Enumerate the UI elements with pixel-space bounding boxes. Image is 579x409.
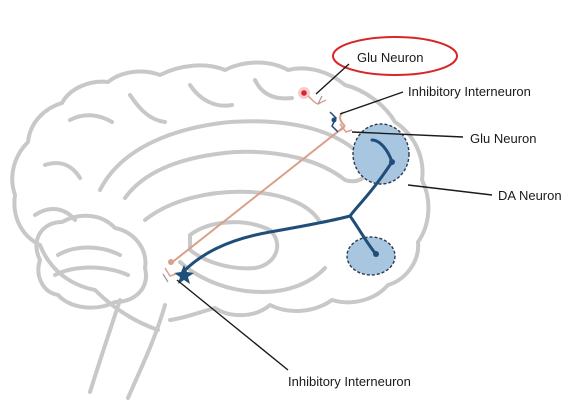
glu-projection-line	[169, 125, 346, 265]
leader-inhibitory-bottom	[176, 279, 289, 371]
cerebellum-fold-2	[53, 265, 130, 277]
inhibitory-interneuron-bottom-icon	[162, 259, 177, 283]
prefrontal-region	[352, 123, 410, 185]
label-glu-neuron-top: Glu Neuron	[357, 50, 424, 65]
cortex-outline	[10, 60, 431, 332]
thalamus	[188, 220, 280, 271]
vta-region	[346, 236, 396, 276]
label-glu-neuron-right: Glu Neuron	[470, 131, 537, 146]
leader-glu-right	[351, 131, 464, 138]
leader-lines	[176, 63, 493, 371]
highlight-ellipse	[332, 36, 458, 76]
label-inhibitory-interneuron-top: Inhibitory Interneuron	[408, 84, 531, 99]
inner-ventricle	[143, 189, 322, 224]
da-terminal-top	[389, 159, 395, 165]
midbrain	[178, 260, 327, 294]
leader-inhibitory-top	[339, 91, 404, 115]
leader-da	[407, 184, 493, 196]
da-pathway	[181, 138, 394, 274]
da-neuron-cell-body-icon	[174, 265, 194, 284]
brainstem-back	[126, 303, 167, 400]
sulcus-4	[253, 78, 294, 101]
glu-neuron-top-icon	[298, 87, 327, 105]
glu-neuron-right-icon	[339, 123, 353, 133]
cerebellum-fold-1	[56, 245, 122, 257]
leader-glu-top	[315, 63, 350, 95]
brainstem-front	[88, 298, 122, 394]
sulcus-1	[68, 113, 114, 124]
cerebellum-outline	[34, 213, 148, 310]
sulcus-3	[188, 83, 234, 108]
brain-outline	[10, 60, 431, 400]
label-da-neuron: DA Neuron	[498, 188, 562, 203]
label-inhibitory-interneuron-bottom: Inhibitory Interneuron	[288, 374, 411, 389]
sulcus-2	[128, 93, 167, 124]
da-terminal-bottom	[373, 251, 379, 257]
sulcus-5	[43, 161, 82, 180]
corpus-callosum	[98, 119, 369, 200]
